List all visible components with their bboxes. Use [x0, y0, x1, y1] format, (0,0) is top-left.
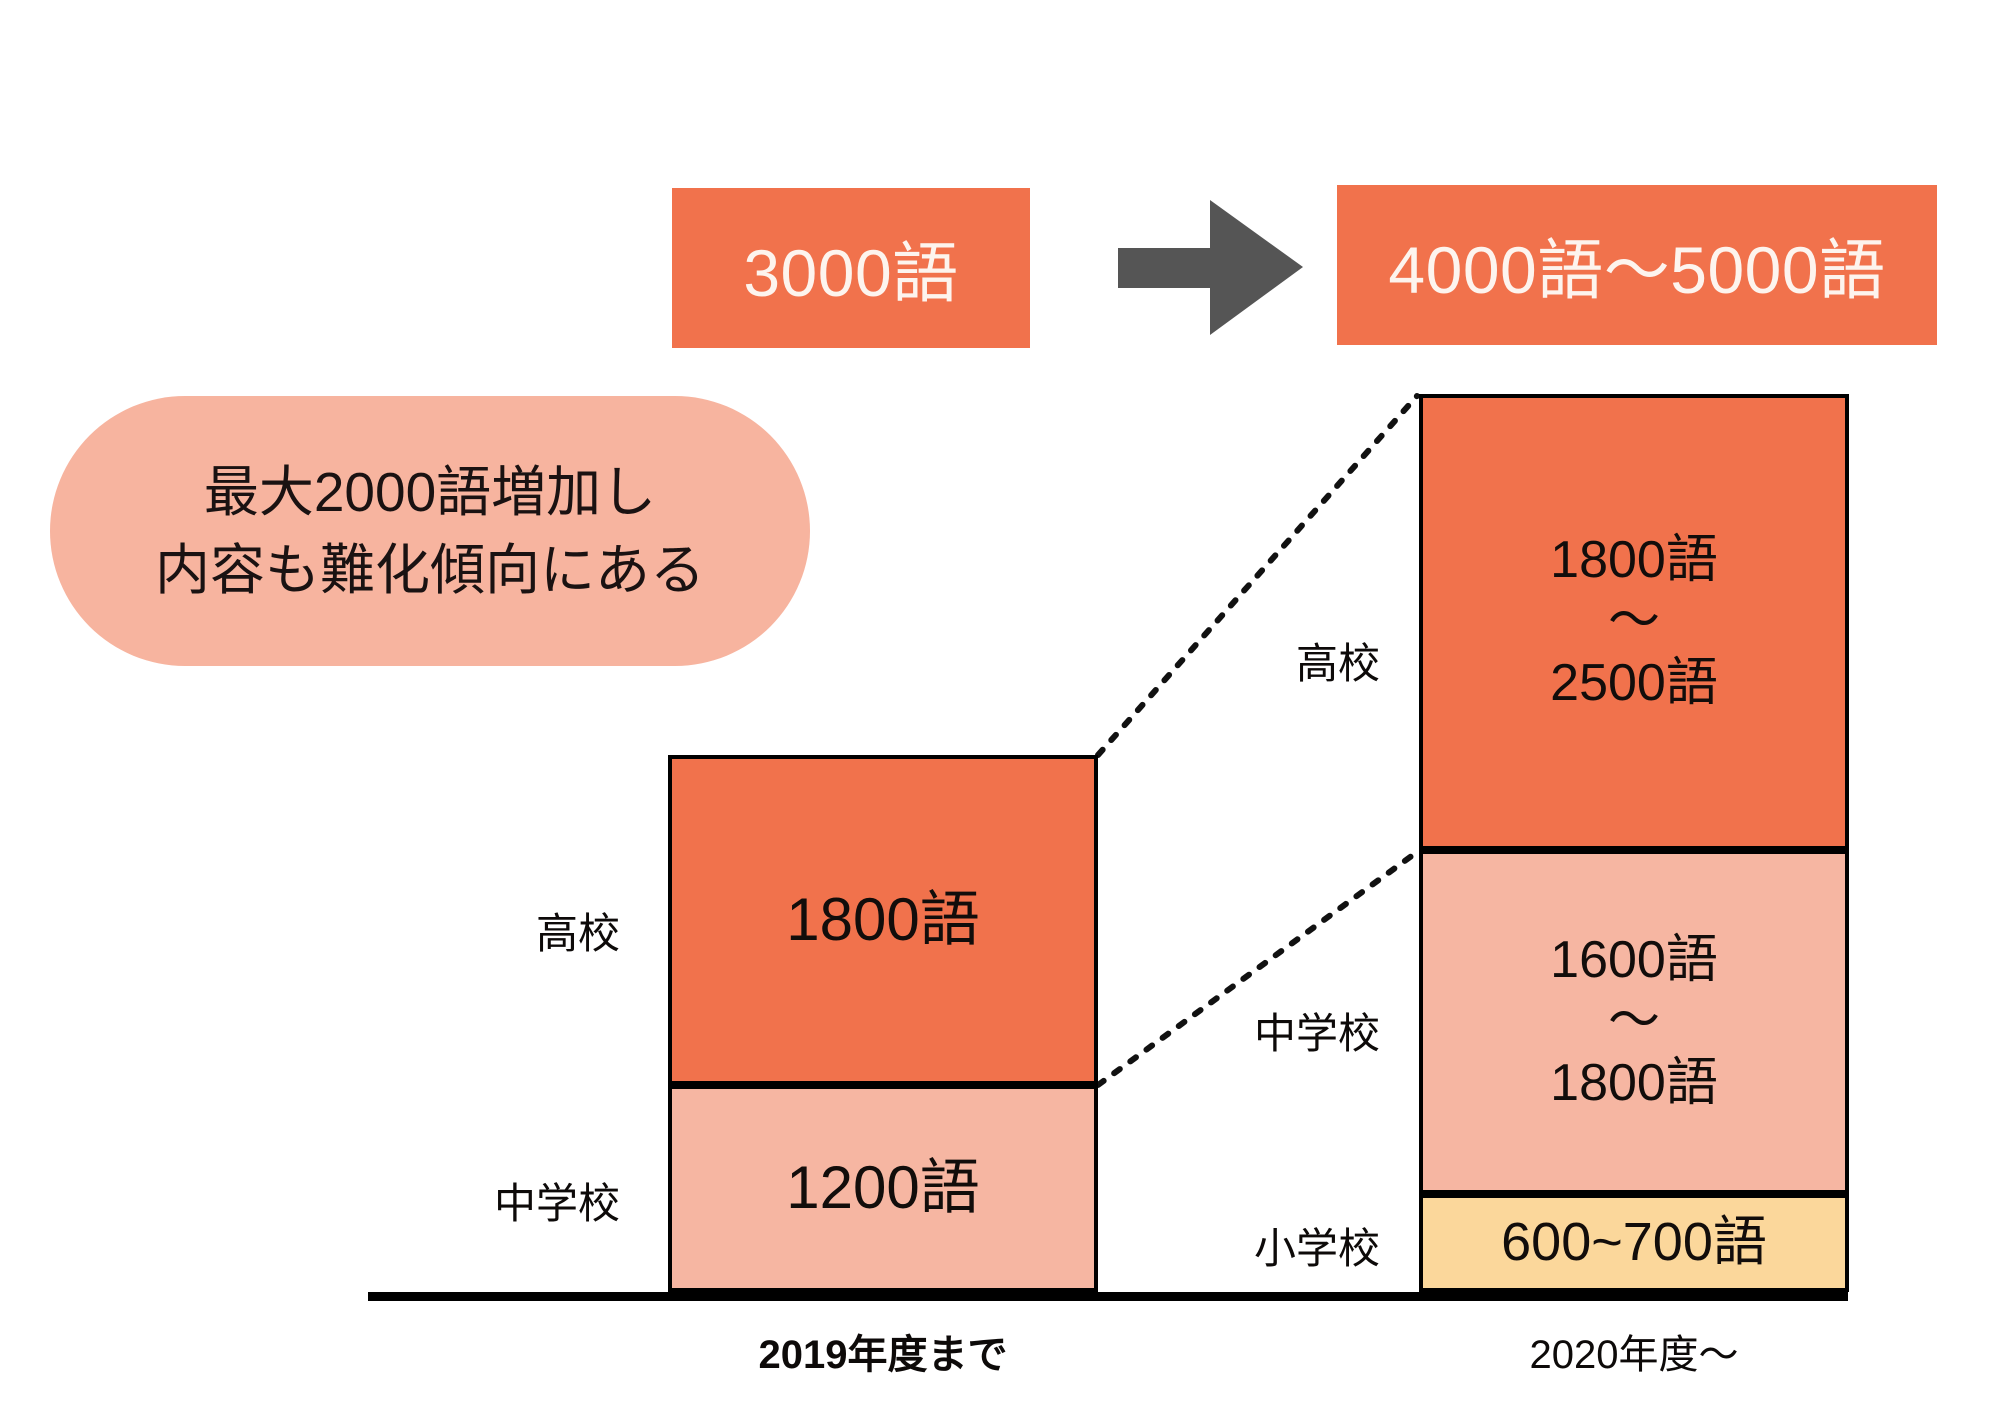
segment-value-label: 1200語: [786, 1154, 980, 1222]
callout-line-1: 最大2000語増加し: [203, 460, 657, 523]
segment-value-label-max: 2500語: [1550, 653, 1718, 712]
row-label-2020-elementary: 小学校: [1253, 1225, 1380, 1272]
segment-value-label-max: 1800語: [1550, 1053, 1718, 1112]
bar-segment-2020-junior-high: 1600語 〜 1800語: [1419, 850, 1849, 1194]
row-label-2019-junior-high: 中学校: [493, 1180, 620, 1227]
segment-value-label: 1800語: [786, 885, 980, 953]
bar-segment-2019-junior-high: 1200語: [668, 1085, 1098, 1292]
segment-range-tilde: 〜: [1607, 992, 1660, 1051]
chart-baseline-axis: [368, 1292, 1848, 1301]
segment-value-label-min: 1800語: [1550, 530, 1718, 589]
after-total-label: 4000語〜5000語: [1388, 233, 1886, 307]
right-arrow-icon: [1118, 200, 1303, 335]
segment-range-tilde: 〜: [1607, 592, 1660, 651]
annotation-callout: 最大2000語増加し 内容も難化傾向にある: [50, 396, 810, 666]
axis-caption-2019: 2019年度まで: [758, 1333, 1008, 1377]
bar-segment-2019-high-school: 1800語: [668, 755, 1098, 1085]
segment-value-label: 600~700語: [1501, 1212, 1767, 1273]
callout-line-2: 内容も難化傾向にある: [154, 539, 705, 601]
row-label-2020-junior-high: 中学校: [1253, 1010, 1380, 1057]
after-total-banner: 4000語〜5000語: [1337, 185, 1937, 345]
axis-caption-2020: 2020年度〜: [1529, 1333, 1739, 1377]
segment-value-label-min: 1600語: [1550, 930, 1718, 989]
before-total-label: 3000語: [743, 236, 959, 310]
bar-segment-2020-elementary: 600~700語: [1419, 1194, 1849, 1292]
row-label-2020-high-school: 高校: [1295, 640, 1380, 687]
row-label-2019-high-school: 高校: [535, 910, 620, 957]
before-total-banner: 3000語: [672, 188, 1030, 348]
bar-segment-2020-high-school: 1800語 〜 2500語: [1419, 394, 1849, 850]
